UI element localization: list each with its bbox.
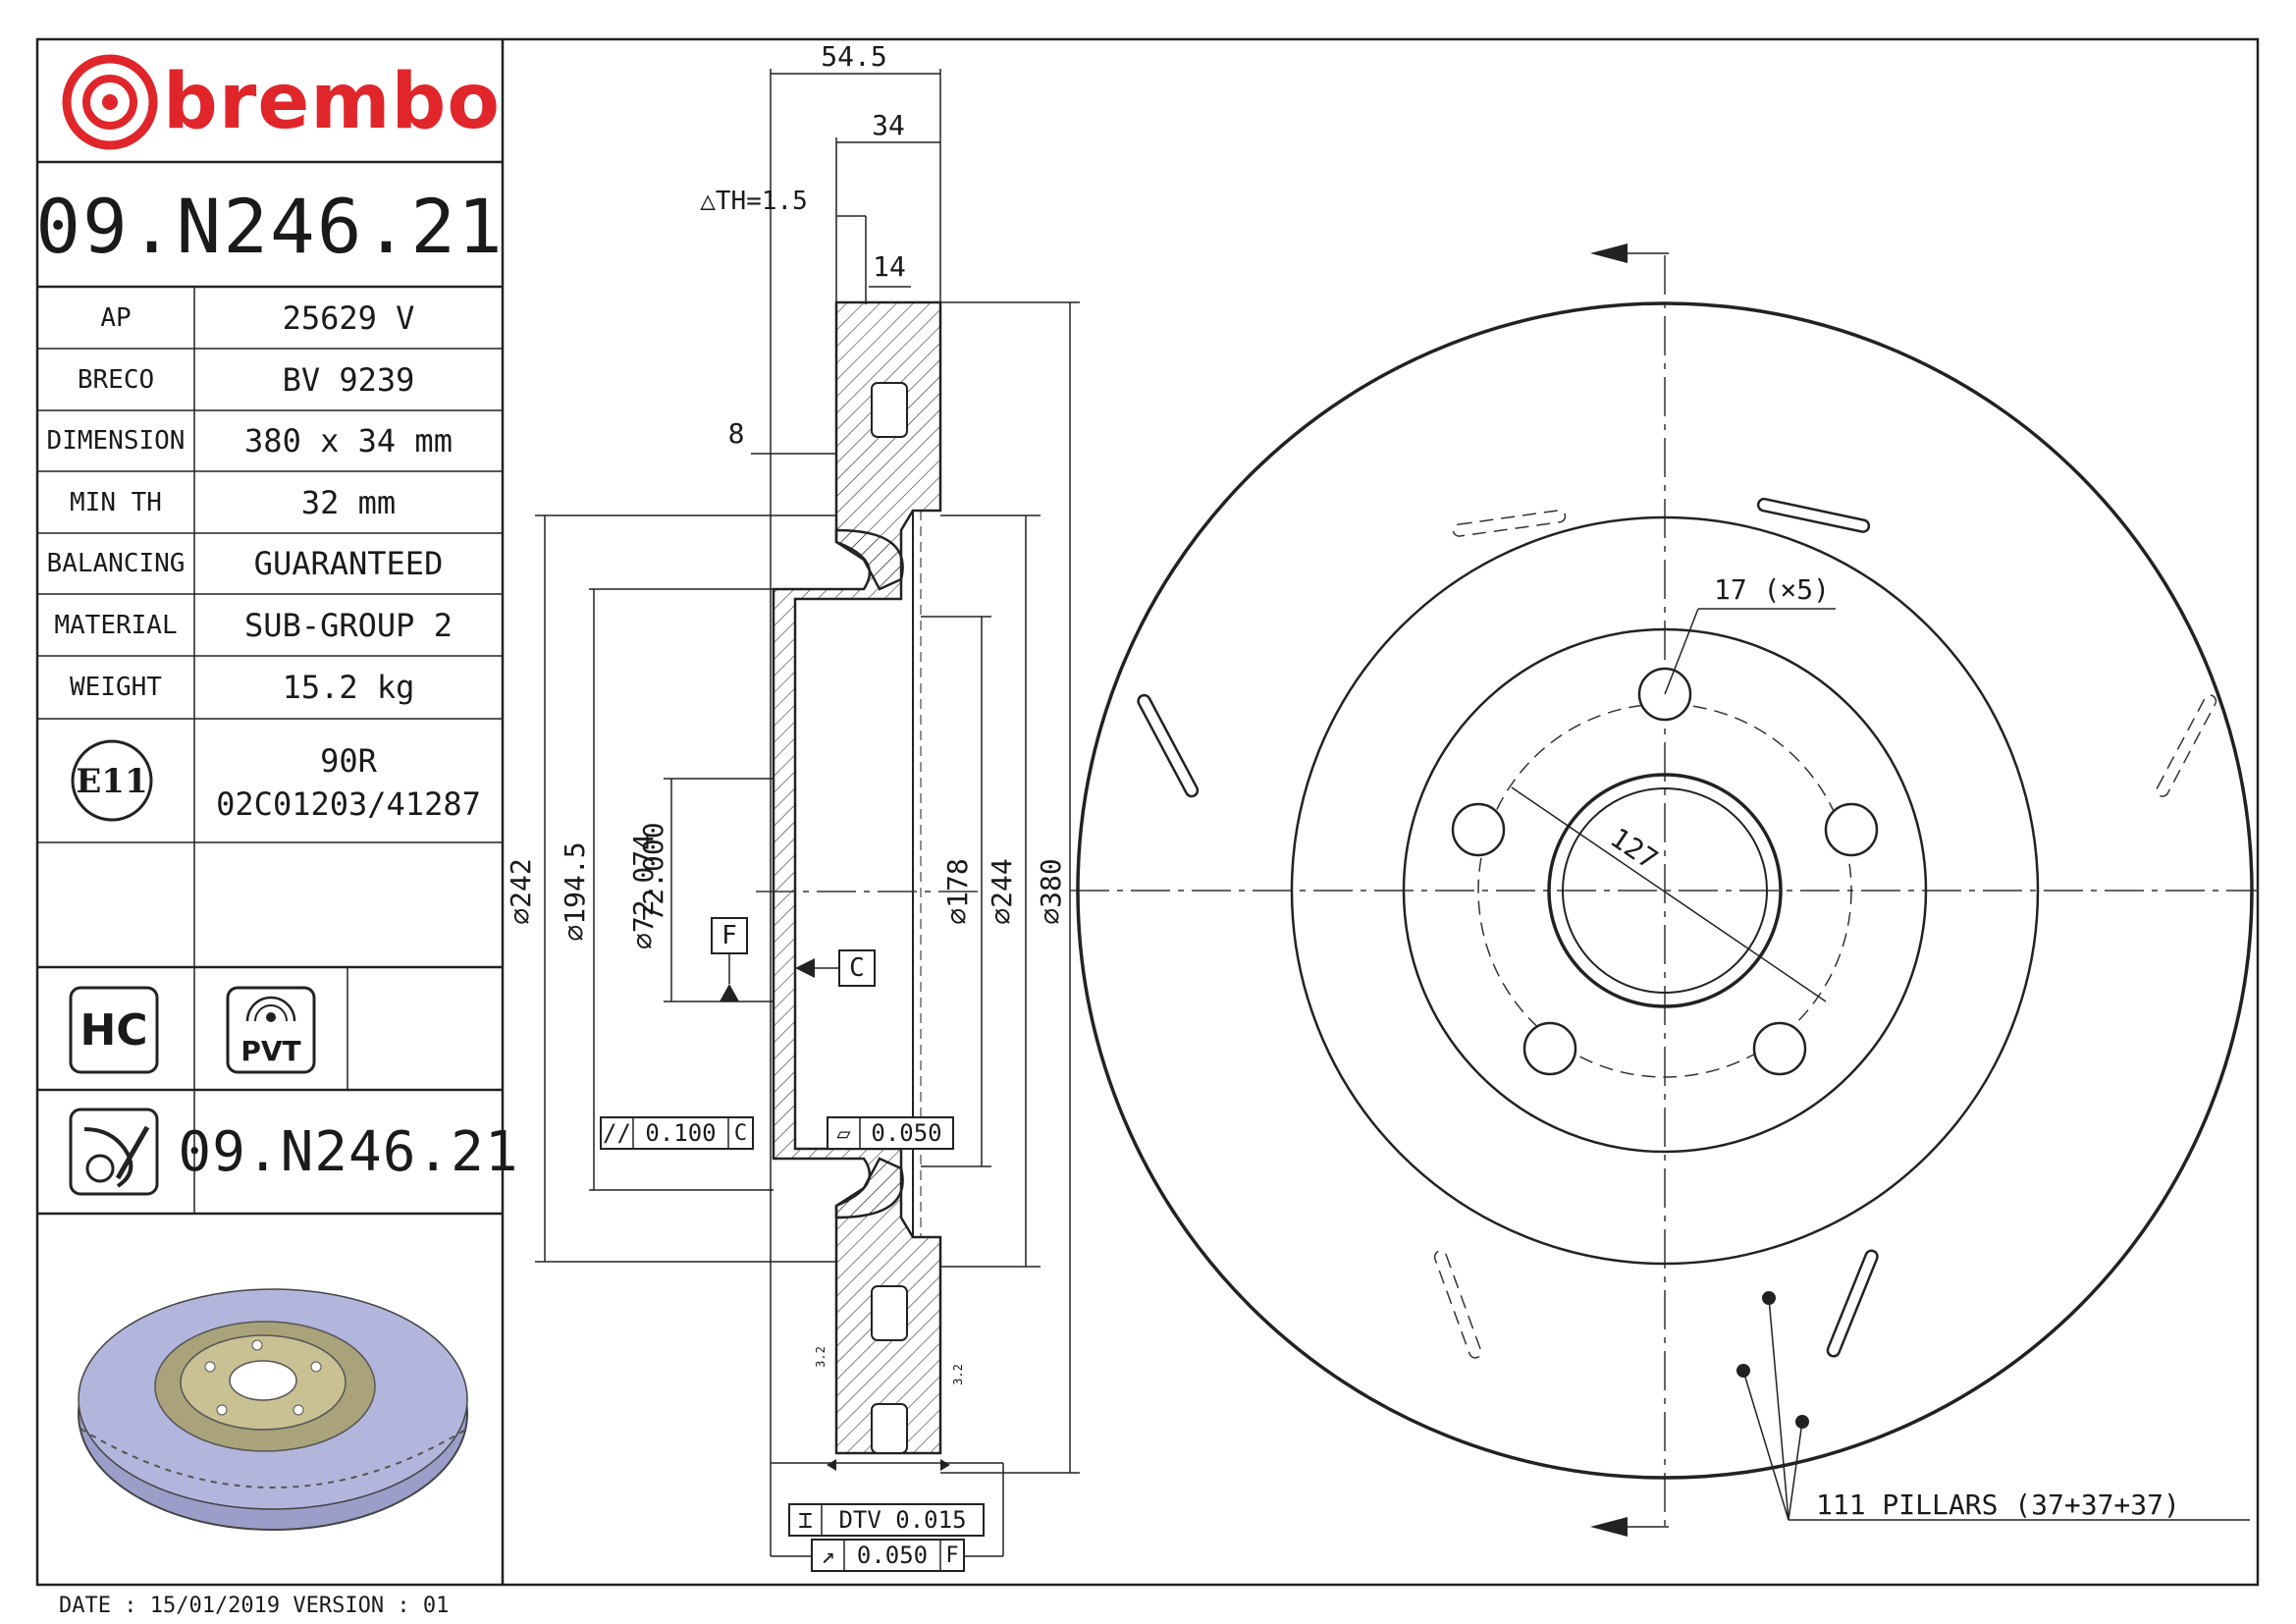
footer-date-version: DATE : 15/01/2019 VERSION : 01 [59,1593,450,1618]
dim-8: 8 [727,416,745,450]
approval-line2: 02C01203/41287 [216,785,481,823]
dim-34: 34 [872,108,905,141]
brembo-logo-icon [62,54,158,150]
pillars-note: 111 PILLARS (37+37+37) [1816,1488,2180,1521]
dim-54-5: 54.5 [821,39,887,73]
pvt-badge-icon [226,986,316,1074]
tol-flatness: 0.050 [871,1119,942,1147]
front-view [1070,244,2258,1537]
datum-f: F [721,921,737,950]
tol-parallel-ref: C [733,1120,748,1146]
runout-icon: ↗ [821,1542,835,1569]
dtv-icon: ⌶ [798,1506,813,1534]
spec-value-breco: BV 9239 [282,360,415,399]
dim-dia-380: ⌀380 [1034,858,1067,925]
spec-label-breco: BRECO [77,364,155,395]
bottom-part-number: 09.N246.21 [178,1119,519,1184]
spec-value-weight: 15.2 kg [282,669,415,706]
section-dimensions [535,69,1080,1572]
spec-value-min-th: 32 mm [300,483,397,521]
approval-line1: 90R [320,742,377,780]
tol-parallel: 0.100 [645,1119,717,1147]
roughness-1: 3.2 [814,1346,828,1368]
dim-dia-72-000: 72.000 [636,822,669,922]
dim-dia-178: ⌀178 [940,858,974,925]
disc-cross-section-icon [69,1108,159,1196]
spec-value-ap: 25629 V [282,298,415,337]
flatness-icon: ▱ [836,1119,851,1147]
disc-3d-illustration [78,1288,468,1531]
spec-label-min-th: MIN TH [70,487,162,517]
spec-value-balancing: GUARANTEED [253,545,444,582]
hc-badge: HC [80,1004,148,1056]
tol-runout: 0.050 [856,1542,929,1569]
spec-label-ap: AP [100,302,132,333]
dim-dia-194-5: ⌀194.5 [558,841,591,942]
spec-value-material: SUB-GROUP 2 [244,606,453,644]
spec-label-balancing: BALANCING [46,549,186,578]
spec-value-dimension: 380 x 34 mm [244,422,453,460]
tol-runout-ref: F [945,1543,959,1568]
sheet-border [35,37,2260,1587]
dim-dia-244: ⌀244 [985,858,1018,925]
approval-mark: E11 [76,762,148,801]
parallelism-icon: // [603,1119,631,1147]
e11-mark-circle [71,739,153,822]
roughness-2: 3.2 [951,1364,965,1385]
part-number: 09.N246.21 [35,182,505,270]
hc-badge-frame [69,986,159,1074]
spec-label-weight: WEIGHT [70,673,162,702]
brand-name: brembo [163,58,501,146]
tol-dtv: DTV 0.015 [838,1506,967,1534]
dim-th: △TH=1.5 [700,187,808,216]
pvt-badge-label: PVT [240,1034,301,1067]
spec-label-material: MATERIAL [54,610,178,640]
datum-c: C [849,953,865,983]
dim-14: 14 [873,249,906,283]
bolt-hole-spec: 17 (×5) [1713,572,1830,606]
spec-label-dimension: DIMENSION [46,426,186,456]
dim-dia-242: ⌀242 [504,858,537,925]
